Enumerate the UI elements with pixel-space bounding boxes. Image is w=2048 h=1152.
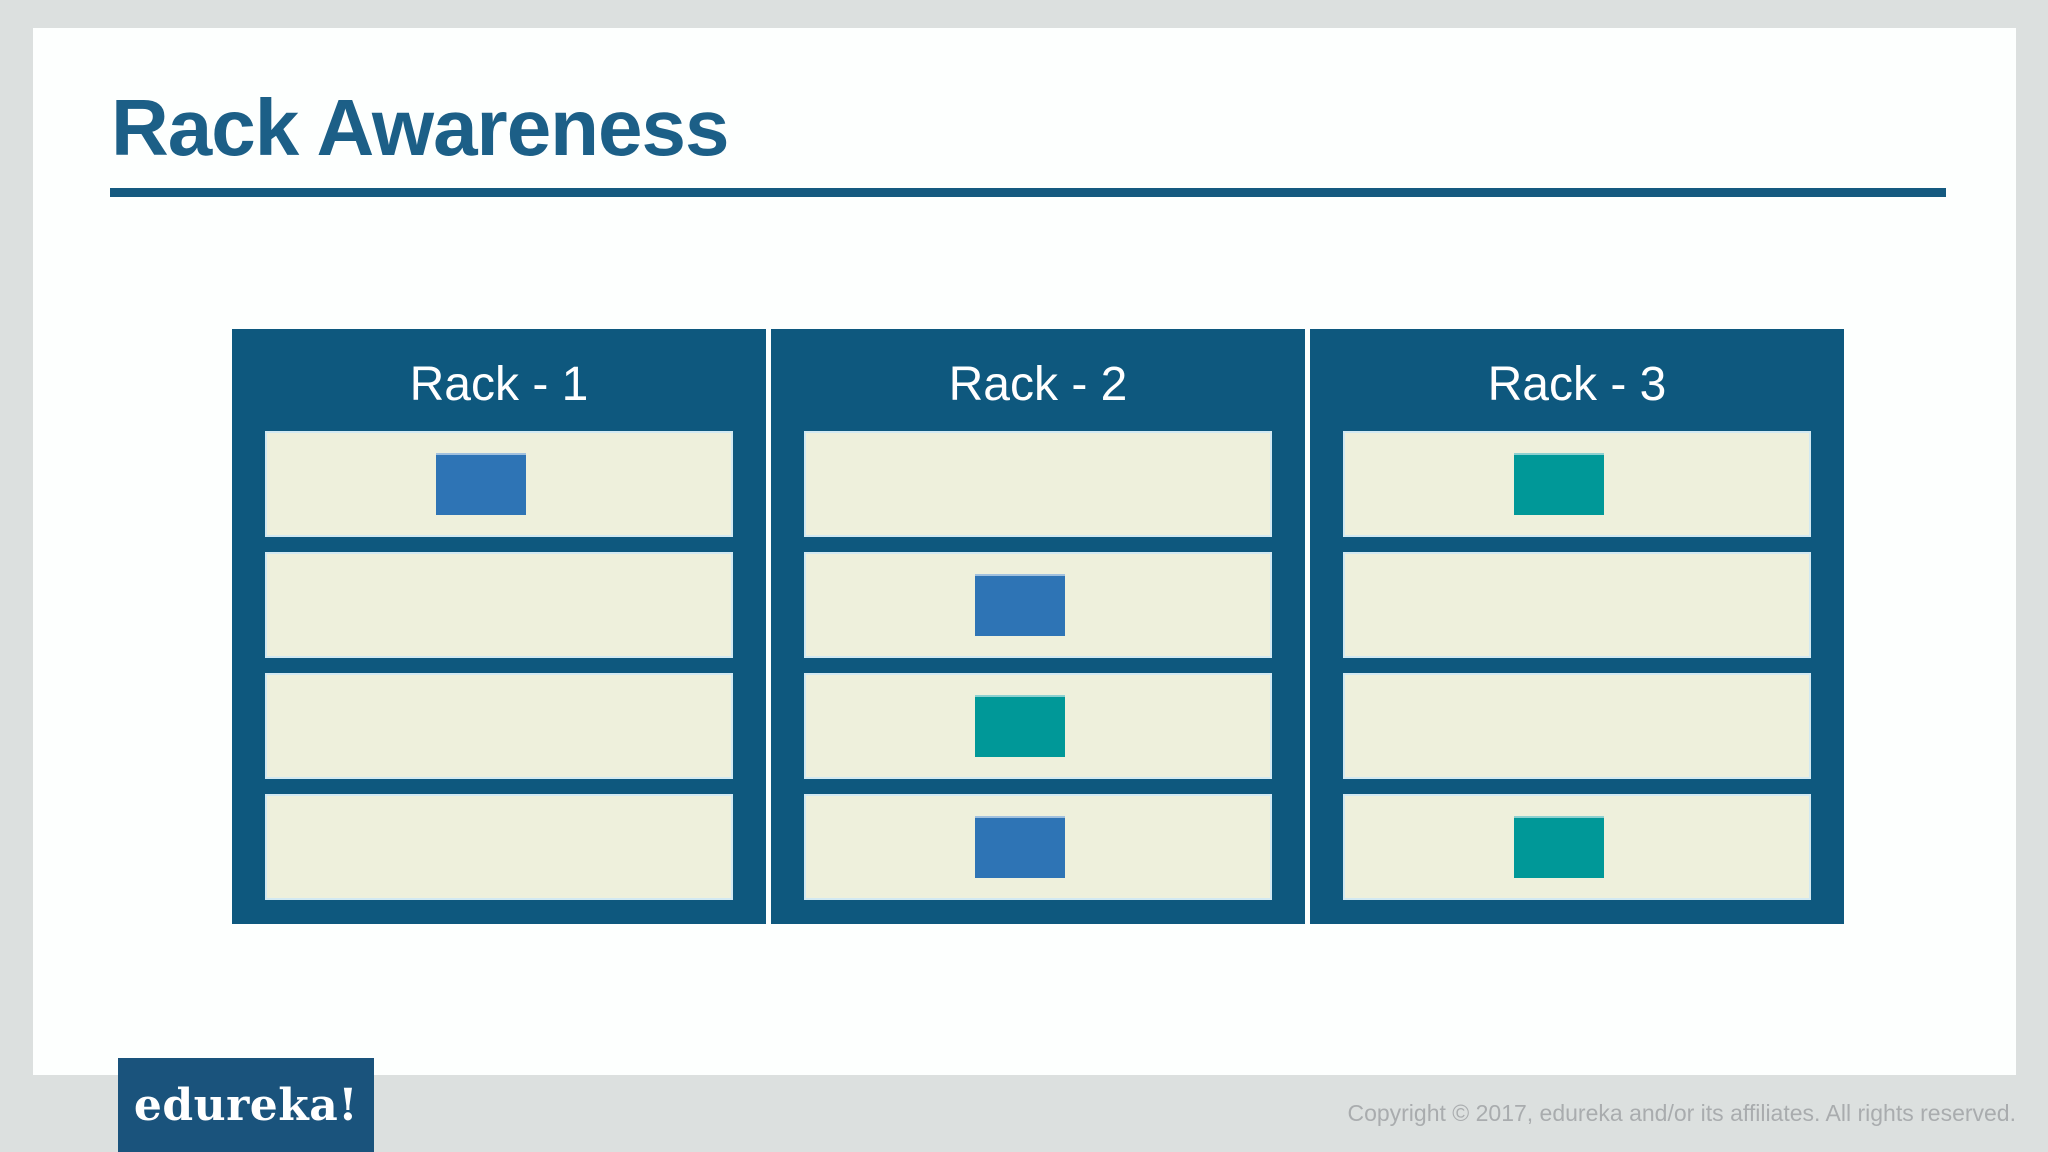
rack-slot xyxy=(1343,431,1811,537)
page-title: Rack Awareness xyxy=(111,83,730,172)
rack-label: Rack - 3 xyxy=(1487,357,1667,411)
rack-slot xyxy=(1343,673,1811,779)
data-block-blue xyxy=(436,453,526,515)
rack-label: Rack - 2 xyxy=(948,357,1128,411)
rack-slot xyxy=(804,673,1272,779)
rack-slot xyxy=(804,794,1272,900)
slide: Rack Awareness Rack - 1 Rack - 2 Rack - 3 xyxy=(33,28,2016,1075)
rack-slot xyxy=(265,552,733,658)
rack-slots xyxy=(1310,431,1844,924)
data-block-teal xyxy=(975,695,1065,757)
rack-slot xyxy=(804,431,1272,537)
rack: Rack - 1 xyxy=(232,329,766,924)
rack-slot xyxy=(265,431,733,537)
data-block-teal xyxy=(1514,816,1604,878)
rack-slots xyxy=(771,431,1305,924)
edureka-logo-text: edureka! xyxy=(133,1079,359,1131)
rack-slot xyxy=(1343,794,1811,900)
rack: Rack - 2 xyxy=(771,329,1305,924)
copyright-text: Copyright © 2017, edureka and/or its aff… xyxy=(1347,1100,2016,1126)
data-block-blue xyxy=(975,816,1065,878)
rack-slot xyxy=(265,794,733,900)
rack-slots xyxy=(232,431,766,924)
rack-slot xyxy=(1343,552,1811,658)
title-underline xyxy=(110,188,1946,197)
rack-slot xyxy=(265,673,733,779)
data-block-blue xyxy=(975,574,1065,636)
rack-label: Rack - 1 xyxy=(409,357,589,411)
data-block-teal xyxy=(1514,453,1604,515)
edureka-logo: edureka! xyxy=(118,1058,374,1152)
rack-slot xyxy=(804,552,1272,658)
racks-row: Rack - 1 Rack - 2 Rack - 3 xyxy=(232,329,1844,924)
rack: Rack - 3 xyxy=(1310,329,1844,924)
